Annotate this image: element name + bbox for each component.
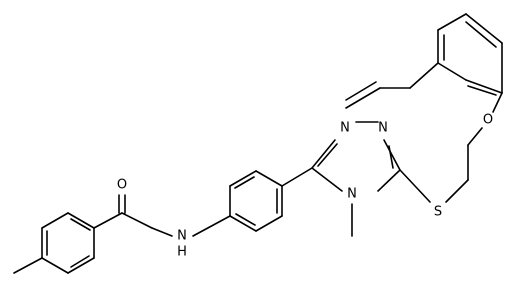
triazole-ring [311,121,401,192]
ether-oxygen-label: O [483,113,493,128]
triazole-n1-label: N [340,121,350,136]
atom-label-triazole-n1: N [340,121,350,136]
atom-label-sulfur: S [434,205,442,220]
phenyl-triazole-bond [281,167,313,187]
atom-label-triazole-n2: N [378,121,388,136]
tolyl-methyl-bond [13,257,43,274]
carbonyl-oxygen-label: O [117,178,127,193]
triazole-n2-label: N [378,121,388,136]
thioether-sulfur-label: S [434,205,442,220]
amide-hydrogen-label: H [177,245,187,260]
atom-label-amide-nh: N H [177,229,187,260]
atom-label-carbonyl-oxygen: O [117,178,127,193]
phenylene-ring [229,170,283,232]
atom-label-ether-oxygen: O [483,113,493,128]
amide-nitrogen-label: N [177,229,187,244]
allyl-group [345,62,439,109]
atom-label-triazole-n4: N [347,187,357,202]
triazole-n4-label: N [347,187,357,202]
tolyl-ring [41,212,95,274]
allylphenyl-ring [437,13,503,96]
amide-group [93,194,231,237]
linker-chain [399,92,503,203]
